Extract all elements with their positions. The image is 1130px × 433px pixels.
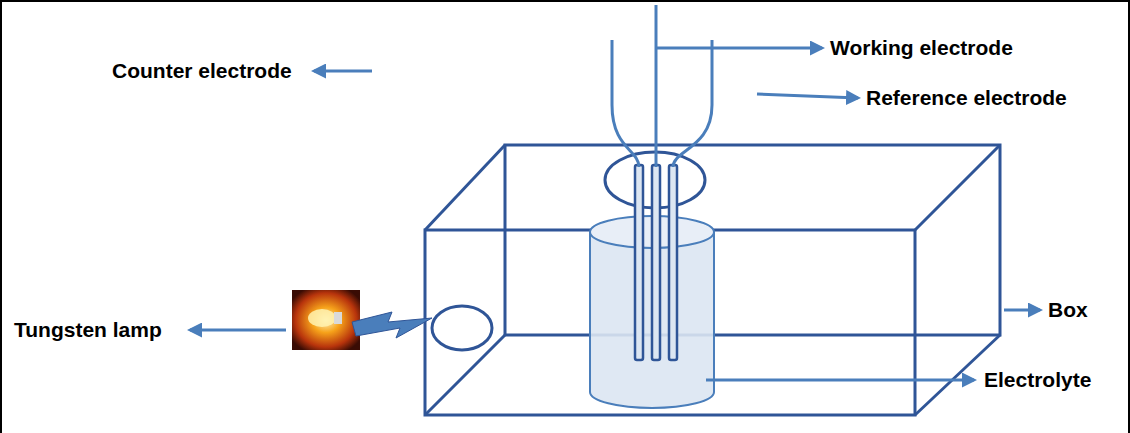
leader-arrow <box>190 329 286 332</box>
electrode-wires <box>612 5 712 167</box>
working-rod <box>652 165 660 360</box>
part-label: Counter electrode <box>112 59 292 83</box>
working-wire <box>655 5 658 167</box>
box-back-face <box>505 145 1000 335</box>
leader-arrow <box>314 70 372 73</box>
counter-rod <box>635 165 643 360</box>
counter-wire <box>612 40 639 167</box>
box-edge <box>425 145 505 230</box>
box-edge <box>915 145 1000 230</box>
tungsten-lamp-picture <box>292 290 360 350</box>
reference-rod <box>669 165 677 360</box>
part-label: Tungsten lamp <box>14 318 162 342</box>
leader-arrow <box>1004 309 1040 312</box>
electrode-rods <box>635 165 677 360</box>
leader-arrow <box>757 94 858 98</box>
light-window <box>432 306 492 350</box>
part-label: Working electrode <box>830 36 1013 60</box>
leader-arrow <box>706 379 974 382</box>
lamp-base <box>334 312 342 324</box>
lamp-photo <box>292 290 360 350</box>
box-wireframe <box>425 145 1000 415</box>
reference-wire <box>673 40 712 167</box>
part-label: Electrolyte <box>984 368 1091 392</box>
light-beam <box>352 312 432 338</box>
part-label: Box <box>1048 298 1088 322</box>
lamp-bulb <box>308 309 336 327</box>
part-label: Reference electrode <box>866 86 1067 110</box>
leader-arrow <box>656 47 822 50</box>
